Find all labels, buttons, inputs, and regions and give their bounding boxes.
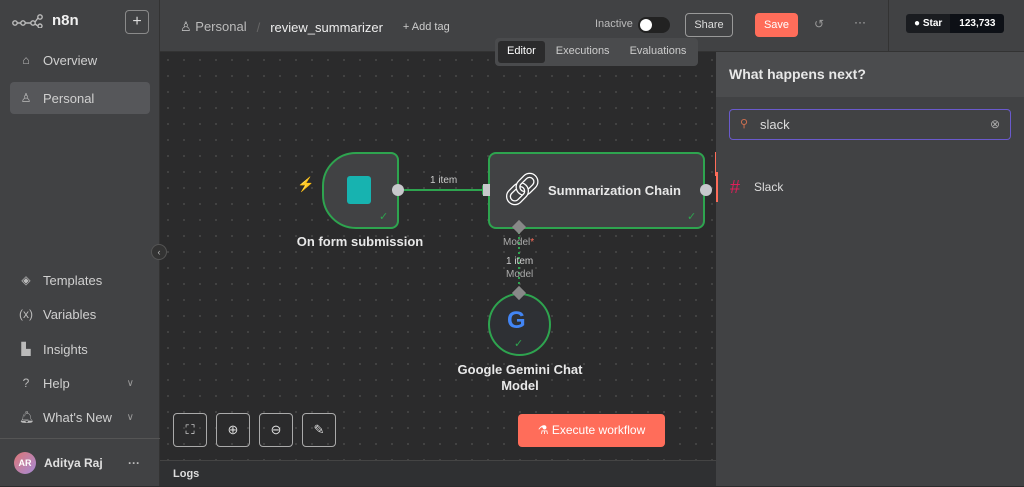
nav-label: Help	[43, 375, 70, 391]
variable-icon: (x)	[19, 307, 33, 321]
trigger-bolt-icon: ⚡	[297, 176, 315, 192]
help-icon: ?	[22, 376, 30, 390]
clear-search-icon[interactable]: ⊗	[989, 117, 1000, 131]
nav-label: Variables	[43, 306, 97, 322]
workflow-canvas[interactable]: ⚡ ✓ 1 item On form submission 🔗︎ Summari…	[160, 52, 717, 460]
execute-label: Execute workflow	[551, 423, 646, 437]
tab-evaluations[interactable]: Evaluations	[629, 45, 687, 57]
breadcrumb-project[interactable]: ♙ Personal	[180, 19, 247, 34]
star-count: 123,733	[950, 14, 1005, 33]
save-button[interactable]: Save	[755, 13, 798, 37]
sidebar-item-templates[interactable]: ◈ Templates	[10, 264, 150, 296]
success-check-icon: ✓	[687, 211, 697, 223]
github-star-button[interactable]: ● Star 123,733	[906, 14, 1005, 33]
sidebar-item-help[interactable]: ? Help ∨	[10, 367, 150, 399]
flask-icon: ⚗	[537, 423, 549, 437]
sidebar-item-variables[interactable]: (x) Variables	[10, 298, 150, 330]
logo-icon	[12, 13, 43, 28]
nav-label: Insights	[43, 341, 88, 357]
execute-workflow-button[interactable]: ⚗ Execute workflow	[518, 414, 665, 447]
link-icon: 🔗︎	[502, 171, 543, 207]
edge-label: 1 item	[430, 175, 458, 186]
home-icon: ⌂	[22, 53, 30, 67]
collapse-sidebar-button[interactable]: ‹	[151, 244, 167, 260]
search-value: slack	[760, 117, 790, 132]
sidebar-item-overview[interactable]: ⌂ Overview	[10, 44, 150, 76]
chevron-down-icon: ∨	[126, 377, 134, 389]
breadcrumb: ♙ Personal / review_summarizer + Add tag	[180, 19, 450, 35]
output-port[interactable]	[392, 184, 404, 196]
output-port[interactable]	[700, 184, 712, 196]
create-button[interactable]: +	[125, 10, 149, 34]
user-name: Aditya Raj	[44, 455, 103, 470]
node-label: On form submission	[296, 234, 424, 249]
node-google-gemini-chat-model[interactable]: G ✓	[488, 293, 551, 356]
sidebar-item-personal[interactable]: ♙ Personal	[10, 82, 150, 114]
tidy-up-button[interactable]: ✎	[302, 413, 336, 447]
more-options-button[interactable]: ···	[854, 15, 866, 29]
add-tag-button[interactable]: + Add tag	[402, 21, 450, 33]
result-label: Slack	[754, 180, 784, 194]
chevron-down-icon: ∨	[126, 411, 134, 423]
star-label: Star	[922, 18, 943, 29]
zoom-in-button[interactable]: ⊕	[216, 413, 250, 447]
tab-executions[interactable]: Executions	[555, 45, 610, 57]
sidebar: n8n + ⌂ Overview ♙ Personal ◈ Templates (x)…	[0, 0, 160, 486]
logs-panel[interactable]: Logs	[160, 460, 716, 486]
panel-title: What happens next?	[716, 52, 1024, 97]
input-port[interactable]	[483, 184, 490, 196]
divider	[888, 0, 889, 52]
node-summarization-chain[interactable]: 🔗︎ Summarization Chain ✓	[488, 152, 705, 229]
search-result-slack[interactable]: # Slack	[716, 172, 1024, 202]
success-check-icon: ✓	[514, 338, 524, 350]
search-icon: ⚲	[740, 118, 749, 130]
node-search-input[interactable]: ⚲ slack ⊗	[729, 109, 1011, 140]
zoom-out-button[interactable]: ⊖	[259, 413, 293, 447]
model-edge-count: 1 item	[506, 256, 534, 267]
workflow-name[interactable]: review_summarizer	[270, 19, 383, 35]
box-icon: ◈	[21, 273, 31, 287]
nav-label: What's New	[43, 409, 112, 425]
sidebar-item-whats-new[interactable]: 🔔︎ What's New ∨	[10, 401, 150, 433]
node-label: Google Gemini Chat Model	[457, 362, 583, 393]
sidebar-item-insights[interactable]: ▙ Insights	[10, 333, 150, 365]
github-icon: ●	[914, 18, 921, 29]
node-creator-panel: What happens next? ⚲ slack ⊗ # Slack	[716, 52, 1024, 486]
model-edge-label: Model	[506, 269, 534, 280]
node-on-form-submission[interactable]: ✓	[322, 152, 399, 229]
avatar: AR	[14, 451, 36, 474]
n8n-logo[interactable]: n8n	[12, 12, 79, 29]
model-port-label: Model*	[503, 237, 535, 248]
connections	[404, 185, 520, 290]
active-toggle[interactable]	[638, 17, 670, 33]
active-status-label: Inactive	[595, 18, 633, 30]
user-more-button[interactable]: ···	[128, 455, 140, 470]
form-icon	[347, 176, 371, 204]
slack-icon: #	[730, 176, 741, 197]
app-name: n8n	[52, 12, 79, 29]
nav-label: Personal	[43, 90, 95, 106]
nav-label: Templates	[43, 272, 103, 288]
share-button[interactable]: Share	[685, 13, 733, 37]
user-icon: ♙	[20, 91, 32, 105]
bell-icon: 🔔︎	[19, 410, 35, 424]
user-menu[interactable]: AR Aditya Raj ···	[0, 438, 160, 486]
tab-editor[interactable]: Editor	[498, 41, 545, 63]
chart-icon: ▙	[21, 342, 31, 356]
success-check-icon: ✓	[379, 211, 389, 223]
view-tabs: Editor Executions Evaluations	[495, 38, 699, 66]
node-label: Summarization Chain	[548, 183, 681, 198]
fit-view-button[interactable]: ⛶	[173, 413, 207, 447]
google-icon: G	[507, 307, 526, 334]
history-icon[interactable]: ↺	[814, 17, 825, 31]
nav-label: Overview	[43, 52, 98, 68]
